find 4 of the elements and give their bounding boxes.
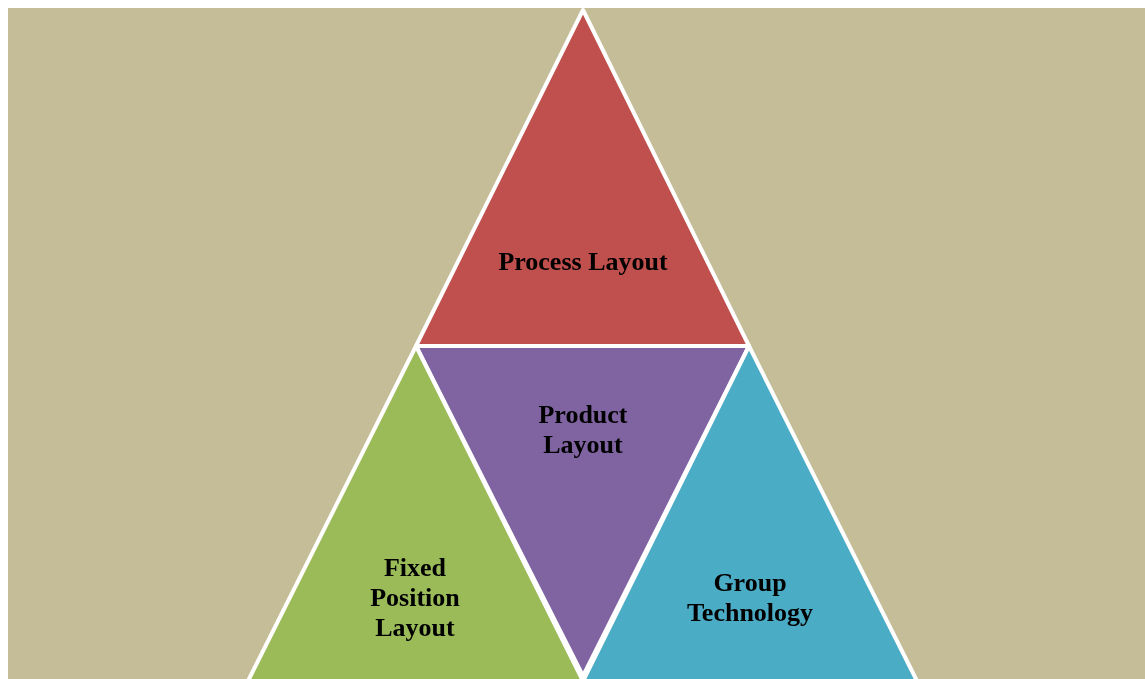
segment-label: Fixed Position Layout (369, 553, 461, 643)
segment-label: Product Layout (537, 400, 629, 460)
segment-label: Group Technology (685, 568, 815, 628)
segment-label: Process Layout (498, 247, 668, 277)
